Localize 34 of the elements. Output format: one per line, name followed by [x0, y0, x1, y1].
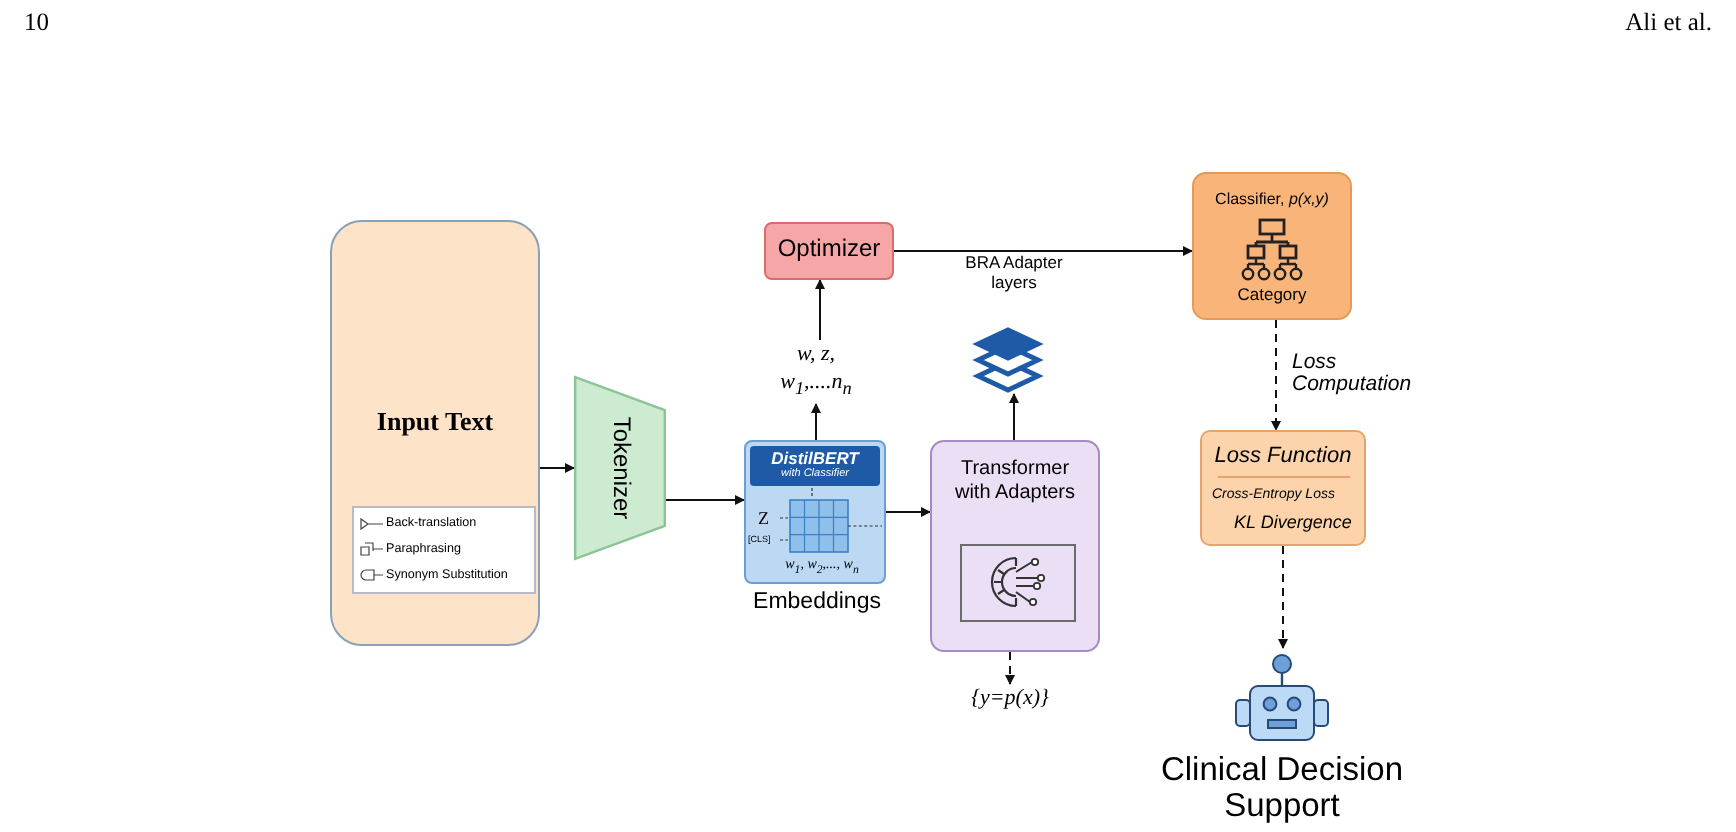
arrow: [811, 403, 821, 441]
page-number: 10: [24, 8, 49, 38]
transformer-label: Transformer with Adapters: [952, 458, 1078, 506]
optimizer-box: [764, 222, 894, 280]
classifier-box: [1192, 172, 1352, 320]
layers-label: BRA Adapter layers: [963, 254, 1065, 294]
input-text-panel: [330, 220, 540, 646]
arrow: [1278, 545, 1288, 649]
augmentation-legend-card: [352, 506, 536, 594]
model-name: DistilBERT: [769, 448, 862, 468]
decision-support-label: Clinical Decision Support: [1158, 752, 1406, 825]
classifier-label: Classifier, p(x,y): [1213, 190, 1331, 209]
output-formula: {y=p(x)}: [969, 686, 1051, 710]
arrow: [1005, 651, 1015, 685]
tokenizer-label: Tokenizer: [606, 416, 634, 520]
loss-function-box: [1200, 430, 1366, 546]
arrow: [539, 463, 575, 473]
arrow: [1009, 393, 1019, 441]
matrix-label: Z: [758, 508, 769, 528]
embeddings-caption: Embeddings: [751, 590, 883, 617]
arrow: [885, 507, 931, 517]
input-title: Input Text: [374, 406, 496, 438]
arrow: [665, 495, 745, 505]
tokenizer-trapezoid: [574, 376, 666, 560]
arrow: [893, 246, 1193, 256]
running-header: Ali et al.: [1625, 8, 1712, 38]
arrow: [1271, 319, 1281, 431]
loss-heading: Loss Function: [1212, 444, 1354, 468]
category-label: Category: [1235, 286, 1309, 306]
loss-term: KL Divergence: [1234, 512, 1352, 532]
arrow: [815, 279, 825, 341]
weights-text: w, z, w$_{1}$,....n$_{n}$: [778, 340, 854, 403]
optimizer-label: Optimizer: [775, 236, 883, 264]
transformer-box: [930, 440, 1100, 652]
